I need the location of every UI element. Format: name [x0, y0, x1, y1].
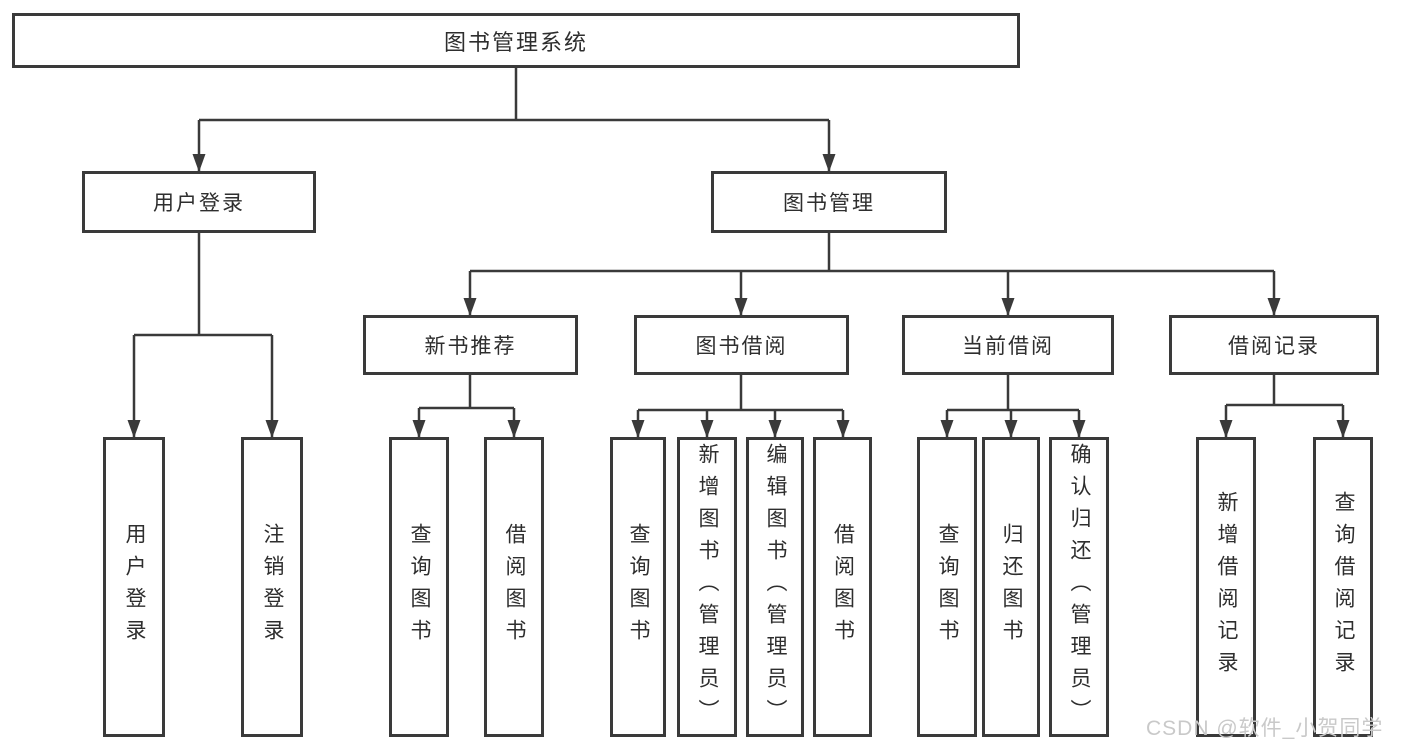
- leaf-logout: 注销登录: [241, 437, 303, 737]
- node-book-management: 图书管理: [711, 171, 947, 233]
- leaf-borrowing-add-books-admin: 新增图书（管理员）: [677, 437, 737, 737]
- leaf-borrowing-borrow-books: 借阅图书: [813, 437, 872, 737]
- leaf-records-add-borrow-record: 新增借阅记录: [1196, 437, 1256, 737]
- node-new-book-recommendation: 新书推荐: [363, 315, 578, 375]
- leaf-borrowing-query-books: 查询图书: [610, 437, 666, 737]
- leaf-current-query-books: 查询图书: [917, 437, 977, 737]
- node-library-system: 图书管理系统: [12, 13, 1020, 68]
- leaf-user-login: 用户登录: [103, 437, 165, 737]
- node-borrow-records: 借阅记录: [1169, 315, 1379, 375]
- leaf-borrowing-edit-books-admin: 编辑图书（管理员）: [746, 437, 804, 737]
- node-user-login: 用户登录: [82, 171, 316, 233]
- node-book-borrowing: 图书借阅: [634, 315, 849, 375]
- leaf-recommend-borrow-books: 借阅图书: [484, 437, 544, 737]
- csdn-watermark: CSDN @软件_小贺同学: [1146, 717, 1384, 740]
- leaf-records-query-borrow-record: 查询借阅记录: [1313, 437, 1373, 737]
- leaf-current-return-books: 归还图书: [982, 437, 1040, 737]
- node-current-borrowing: 当前借阅: [902, 315, 1114, 375]
- leaf-recommend-query-books: 查询图书: [389, 437, 449, 737]
- leaf-current-confirm-return-admin: 确认归还（管理员）: [1049, 437, 1109, 737]
